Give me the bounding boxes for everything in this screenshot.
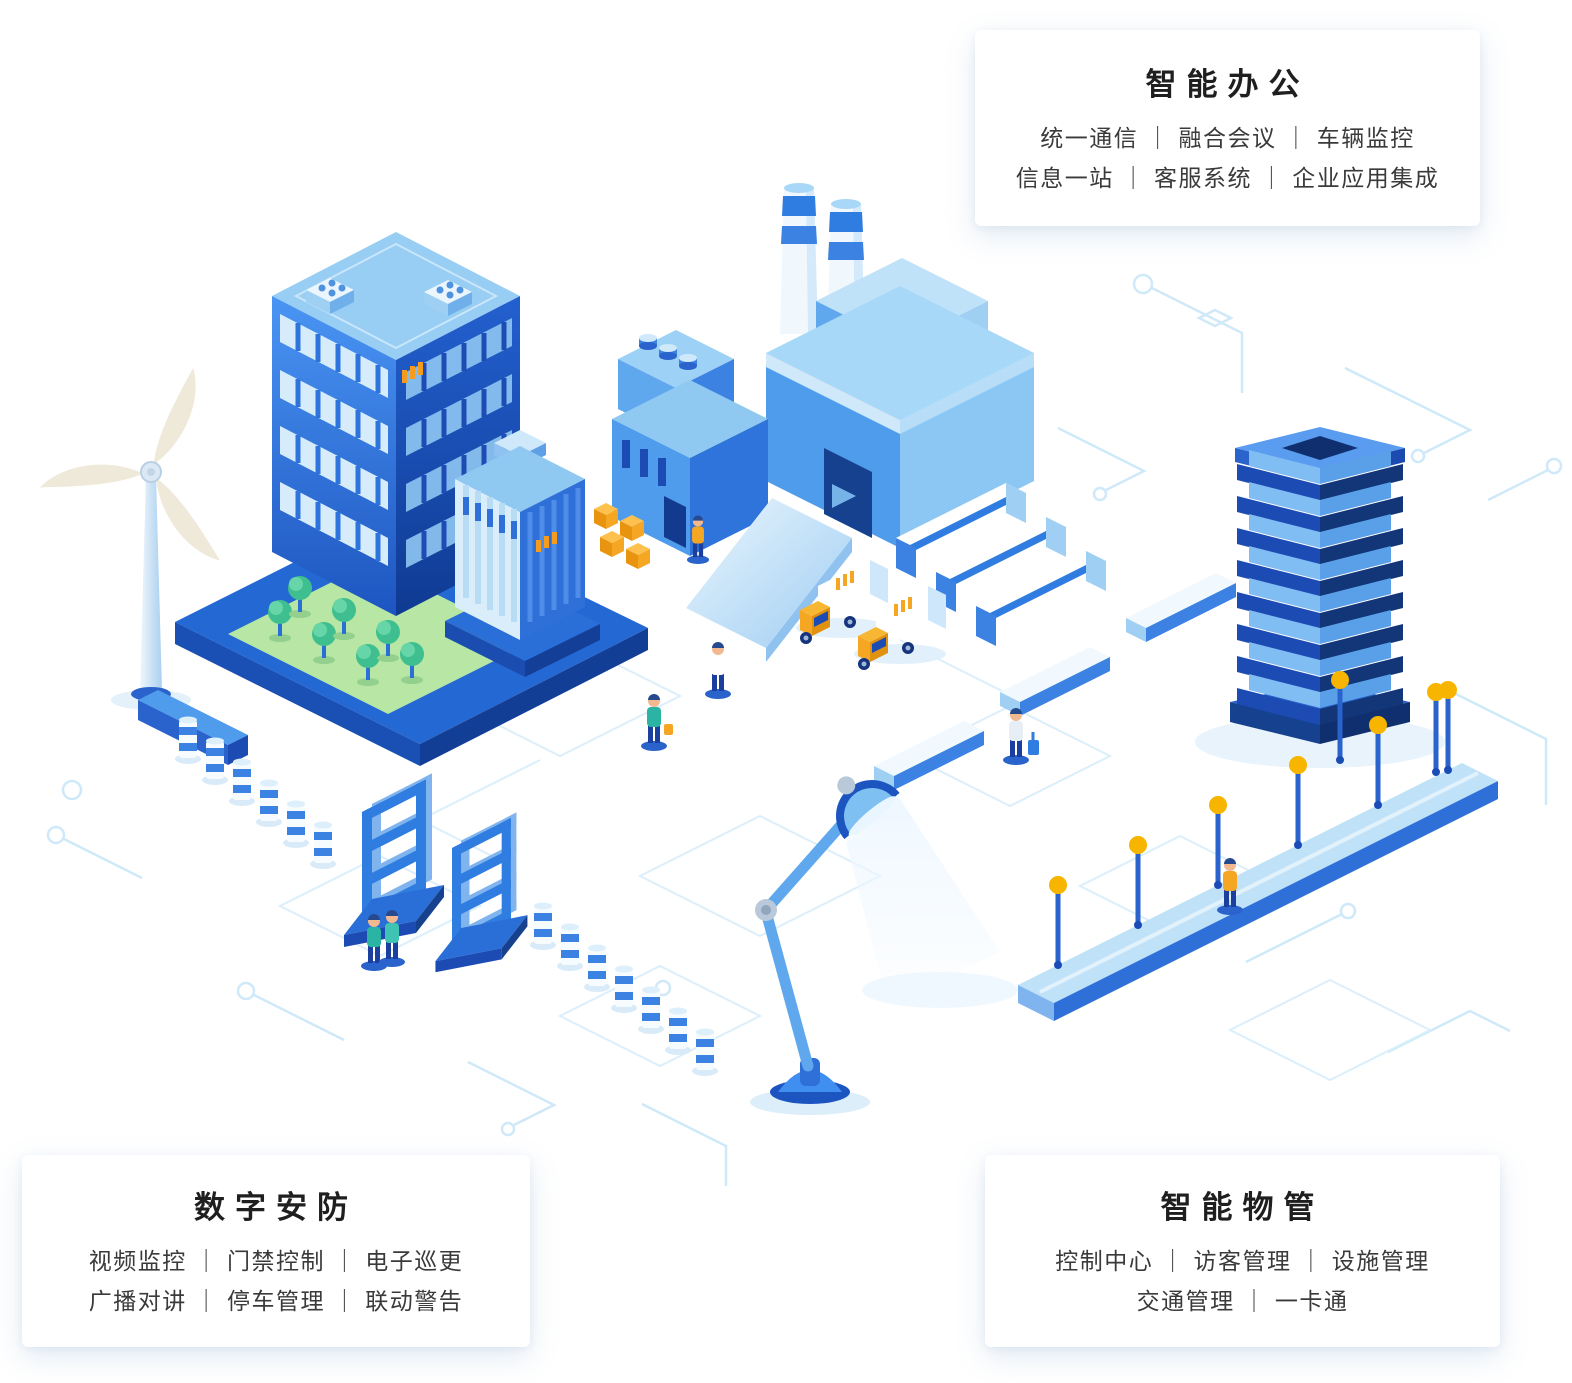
card-digital-security-line1: 视频监控 ｜ 门禁控制 ｜ 电子巡更 bbox=[88, 1247, 464, 1274]
bollard-row bbox=[530, 902, 718, 1076]
pedestrian bbox=[705, 642, 731, 699]
cargo-crates bbox=[594, 503, 650, 569]
walkway bbox=[1018, 671, 1498, 1021]
annex-logo bbox=[536, 532, 557, 552]
lamp-post bbox=[1427, 683, 1445, 776]
card-smart-property-line2: 交通管理 ｜ 一卡通 bbox=[1136, 1287, 1349, 1314]
lamp-head bbox=[836, 776, 900, 840]
card-smart-property-line1: 控制中心 ｜ 访客管理 ｜ 设施管理 bbox=[1055, 1247, 1430, 1274]
pedestrian bbox=[1003, 708, 1029, 765]
building-logo bbox=[402, 362, 423, 383]
card-smart-property-title: 智能物管 bbox=[1160, 1189, 1325, 1225]
annex-building bbox=[455, 430, 585, 640]
light-beam bbox=[846, 796, 1000, 1005]
loading-ramp bbox=[686, 498, 852, 662]
card-smart-office-title: 智能办公 bbox=[1145, 66, 1310, 102]
delivery-truck bbox=[854, 586, 946, 670]
security-gate bbox=[435, 812, 528, 973]
factory-main-hall bbox=[766, 286, 1034, 548]
delivery-truck bbox=[796, 560, 888, 644]
card-digital-security: 数字安防 视频监控 ｜ 门禁控制 ｜ 电子巡更 广播对讲 ｜ 停车管理 ｜ 联动… bbox=[22, 1155, 530, 1347]
chimney bbox=[780, 183, 818, 334]
lamp-post bbox=[1049, 876, 1067, 969]
card-smart-property: 智能物管 控制中心 ｜ 访客管理 ｜ 设施管理 交通管理 ｜ 一卡通 bbox=[985, 1155, 1500, 1347]
street-lamp bbox=[750, 776, 1018, 1115]
turbine-blades bbox=[39, 367, 220, 561]
pedestrians bbox=[641, 642, 1039, 765]
lamp-post bbox=[1289, 756, 1307, 849]
card-smart-office-line2: 信息一站 ｜ 客服系统 ｜ 企业应用集成 bbox=[1015, 164, 1440, 191]
office-campus bbox=[175, 232, 648, 766]
card-digital-security-title: 数字安防 bbox=[194, 1189, 358, 1225]
wind-turbine bbox=[39, 367, 248, 765]
tower-slabs bbox=[1237, 450, 1403, 725]
security-gates bbox=[344, 773, 528, 973]
circuit-traces bbox=[46, 273, 1563, 1186]
card-smart-office-line1: 统一通信 ｜ 融合会议 ｜ 车辆监控 bbox=[1040, 124, 1415, 151]
window-bands-left bbox=[280, 314, 388, 566]
lamp-post bbox=[1129, 836, 1147, 929]
factory bbox=[594, 183, 1106, 670]
pedestrian bbox=[641, 694, 667, 751]
card-smart-office: 智能办公 统一通信 ｜ 融合会议 ｜ 车辆监控 信息一站 ｜ 客服系统 ｜ 企业… bbox=[975, 30, 1480, 226]
roof-vents bbox=[639, 334, 697, 370]
server-tower-building bbox=[1195, 427, 1445, 768]
card-digital-security-line2: 广播对讲 ｜ 停车管理 ｜ 联动警告 bbox=[88, 1287, 464, 1314]
